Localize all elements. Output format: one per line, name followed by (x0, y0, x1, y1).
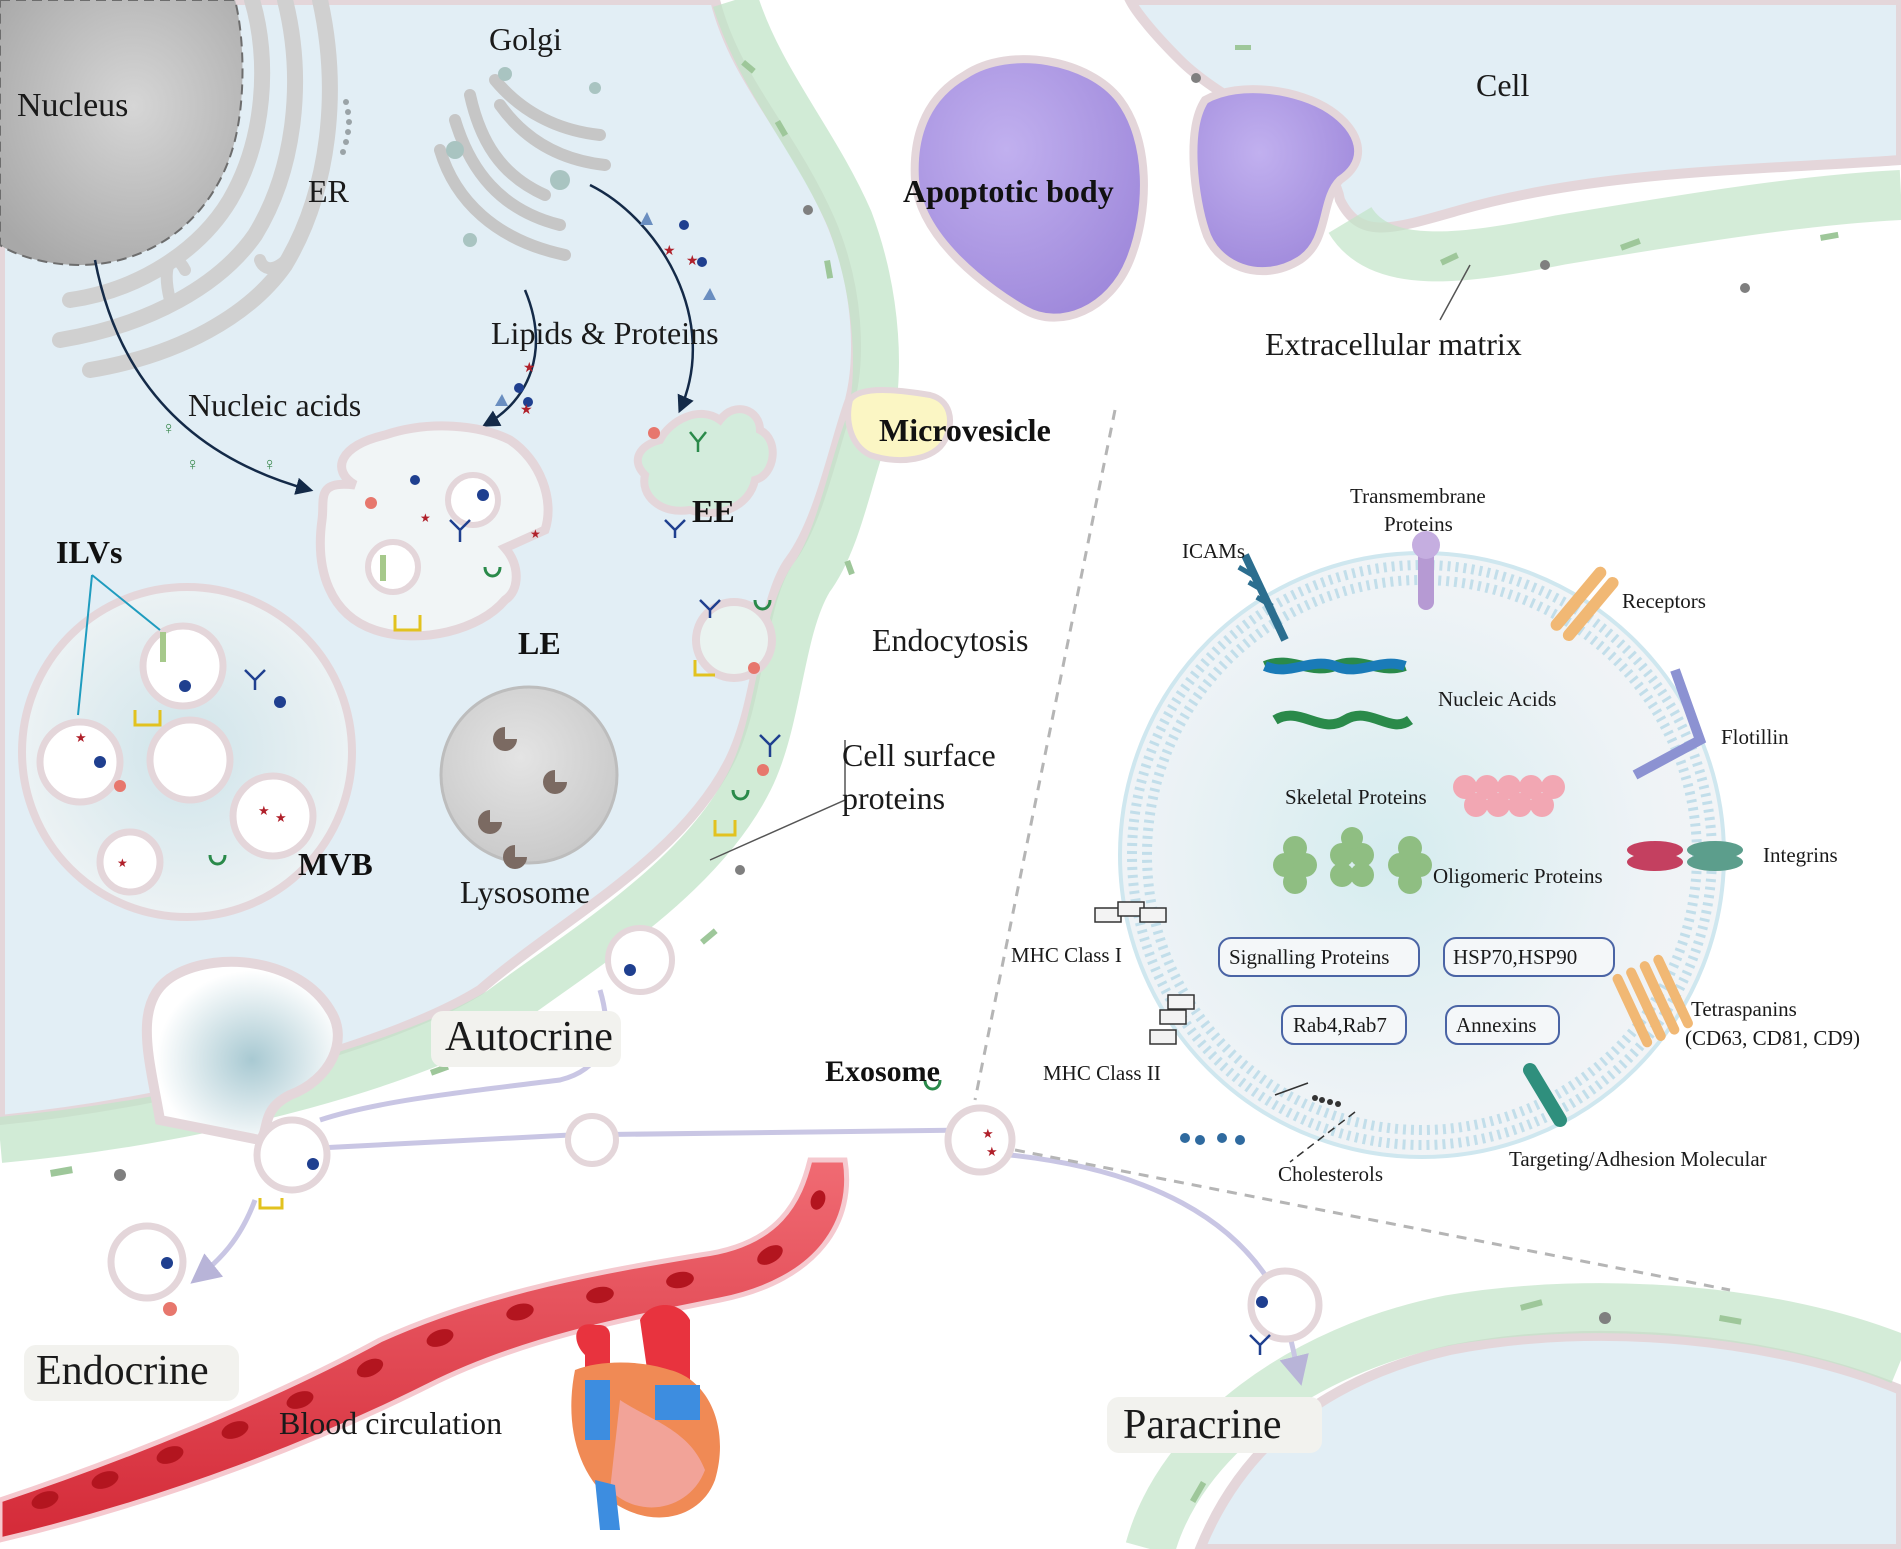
blood-circulation-label: Blood circulation (279, 1405, 502, 1441)
apoptotic-body-small (1189, 85, 1362, 276)
exosome-contents (1218, 657, 1615, 1045)
mhc2-label: MHC Class II (1043, 1061, 1161, 1085)
endocrine-label: Endocrine (36, 1348, 209, 1394)
microvesicle-label: Microvesicle (879, 412, 1051, 448)
cholesterols-label: Cholesterols (1278, 1162, 1383, 1186)
svg-text:★: ★ (530, 527, 541, 541)
targeting-label: Targeting/Adhesion Molecular (1509, 1147, 1767, 1171)
heart-icon (571, 1305, 720, 1530)
er-shape (52, 0, 338, 378)
lipids-proteins-label: Lipids & Proteins (491, 315, 719, 351)
exosome-label: Exosome (825, 1055, 940, 1088)
annexins-label: Annexins (1456, 1013, 1537, 1037)
golgi-shape (434, 74, 611, 261)
svg-text:★: ★ (986, 1144, 998, 1159)
secreted-exosomes: ★ ★ (107, 925, 1323, 1355)
endocrine-pill (24, 1345, 239, 1401)
nucleic-acids-label: Nucleic acids (188, 387, 361, 423)
svg-text:★: ★ (258, 803, 270, 818)
blood-vessel (0, 1157, 850, 1543)
icams-label: ICAMs (1182, 539, 1245, 563)
svg-text:★: ★ (75, 730, 87, 745)
hsp-label: HSP70,HSP90 (1453, 945, 1577, 969)
cell-surface-label-2: proteins (842, 780, 945, 816)
svg-text:♀: ♀ (263, 454, 277, 474)
mvb: ★ ★ ★ ★ (18, 583, 356, 921)
lysosome-label: Lysosome (460, 874, 590, 910)
neighbor-cell-bottom (1194, 1330, 1901, 1549)
mvb-label: MVB (298, 846, 373, 882)
ilvs-label: ILVs (56, 534, 122, 570)
nucleic-acids-detail-label: Nucleic Acids (1438, 687, 1556, 711)
skeletal-proteins-label: Skeletal Proteins (1285, 785, 1427, 809)
svg-text:♀: ♀ (162, 418, 176, 438)
receptors-label: Receptors (1622, 589, 1706, 613)
mhc1-label: MHC Class I (1011, 943, 1122, 967)
exosome-membrane-proteins (1094, 531, 1743, 1163)
svg-text:♀: ♀ (186, 454, 200, 474)
ee-label: EE (692, 493, 735, 529)
signalling-proteins-label: Signalling Proteins (1229, 945, 1389, 969)
secretion-bud (141, 956, 343, 1146)
svg-text:★: ★ (686, 254, 699, 269)
integrins-label: Integrins (1763, 843, 1838, 867)
golgi-label: Golgi (489, 21, 562, 57)
microvesicle-shape (845, 387, 953, 463)
svg-text:★: ★ (523, 361, 536, 376)
autocrine-label: Autocrine (445, 1014, 613, 1060)
ilvs-pointer (77, 574, 161, 716)
paracrine-pill (1107, 1397, 1322, 1453)
svg-text:★: ★ (520, 403, 533, 418)
oligomeric-proteins-label: Oligomeric Proteins (1433, 864, 1603, 888)
late-endosome: ★ ★ (315, 421, 553, 641)
cell-surface-label-1: Cell surface (842, 737, 996, 773)
transmembrane-label-1: Transmembrane (1350, 484, 1486, 508)
nucleus-shape (0, 0, 244, 267)
paracrine-label: Paracrine (1123, 1402, 1282, 1448)
lysosome (439, 685, 619, 869)
zoom-lines (973, 409, 1731, 1292)
neighbor-cell-matrix (1328, 170, 1901, 282)
svg-text:★: ★ (420, 511, 431, 525)
tetraspanins-label-2: (CD63, CD81, CD9) (1685, 1026, 1860, 1050)
endocytosis-vesicle (692, 598, 776, 682)
early-endosome (633, 405, 777, 538)
er-label: ER (308, 173, 350, 209)
surface-proteins (709, 734, 846, 861)
apoptotic-body-large (910, 55, 1148, 322)
ecm-pointer (1439, 264, 1471, 321)
tetraspanins-label-1: Tetraspanins (1691, 997, 1797, 1021)
flotillin-label: Flotillin (1721, 725, 1789, 749)
extracellular-matrix-label: Extracellular matrix (1265, 326, 1522, 362)
cargo-markers: ★ ★ ★ ★ ♀ ♀ ♀ (162, 212, 716, 474)
transmembrane-label-2: Proteins (1384, 512, 1453, 536)
le-label: LE (518, 625, 561, 661)
transport-arrows (93, 183, 695, 495)
apoptotic-body-label: Apoptotic body (903, 173, 1114, 209)
golgi-vesicles (446, 67, 601, 247)
svg-text:★: ★ (275, 810, 287, 825)
nucleus-label: Nucleus (17, 87, 128, 124)
autocrine-pill (431, 1011, 621, 1067)
matrix-speckles (50, 45, 1839, 1503)
rab-label: Rab4,Rab7 (1293, 1013, 1387, 1037)
svg-text:★: ★ (982, 1126, 994, 1141)
svg-text:★: ★ (663, 244, 676, 259)
endocytosis-label: Endocytosis (872, 622, 1028, 658)
svg-text:★: ★ (117, 856, 128, 870)
ribosomes (340, 99, 352, 155)
cell-label: Cell (1476, 67, 1529, 103)
